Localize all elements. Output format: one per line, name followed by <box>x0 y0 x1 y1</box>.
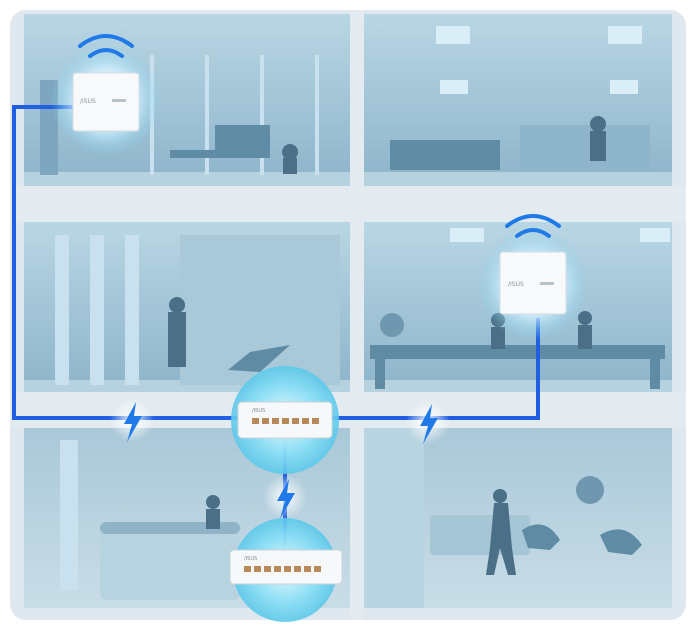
access-point-middle-right: /ISUS <box>477 214 589 341</box>
room-bottom-right <box>364 428 672 608</box>
wifi-signal-icon <box>505 214 561 238</box>
lightning-bolt-icon <box>110 398 154 442</box>
building-column <box>350 10 364 620</box>
access-point-top-left: /ISUS <box>50 34 162 156</box>
switch-brand-logo: /ISUS <box>244 556 257 562</box>
network-switch-upper: /ISUS <box>231 366 339 474</box>
access-point-brand-logo: /ISUS <box>80 98 96 105</box>
lightning-bolt-icon <box>406 400 450 444</box>
room-middle-left <box>24 222 350 392</box>
network-switch-lower: /ISUS <box>229 518 343 622</box>
wifi-signal-icon <box>78 34 134 58</box>
floor-slab-1 <box>10 186 686 222</box>
access-point-brand-logo: /ISUS <box>508 281 524 288</box>
access-point-device <box>72 72 140 132</box>
switch-brand-logo: /ISUS <box>252 408 265 414</box>
room-top-right <box>364 14 672 186</box>
access-point-device <box>499 251 567 315</box>
lightning-bolt-icon <box>263 475 307 519</box>
